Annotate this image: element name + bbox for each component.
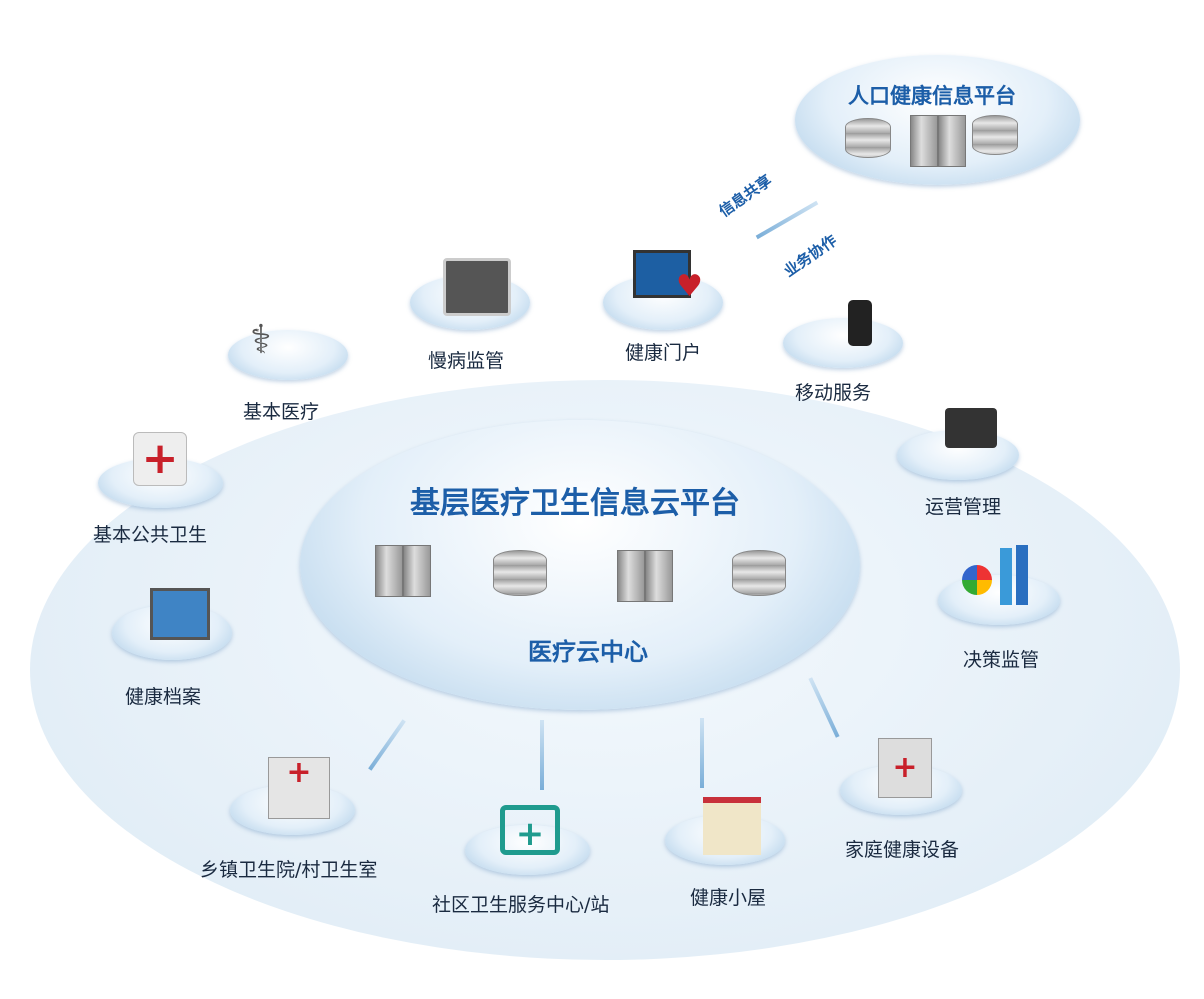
center-title: 基层医疗卫生信息云平台 xyxy=(410,486,740,521)
bar-chart-icon xyxy=(1016,545,1028,605)
node-public-health: 基本公共卫生 xyxy=(93,524,208,546)
hospital-icon: + xyxy=(268,757,330,819)
node-operations: 运营管理 xyxy=(925,496,1002,518)
node-hut: 健康小屋 xyxy=(690,887,767,909)
node-community: 社区卫生服务中心/站 xyxy=(432,894,610,916)
double-arrow-icon xyxy=(700,718,704,788)
community-center-icon: + xyxy=(500,805,560,855)
medical-cabinet-icon: + xyxy=(878,738,932,798)
node-township: 乡镇卫生院/村卫生室 xyxy=(200,859,378,881)
server-icon xyxy=(938,115,966,167)
server-icon xyxy=(403,545,431,597)
server-icon xyxy=(645,550,673,602)
heart-icon: ♥ xyxy=(676,269,703,304)
node-portal: 健康门户 xyxy=(625,342,702,364)
node-records: 健康档案 xyxy=(125,686,202,708)
population-platform-title: 人口健康信息平台 xyxy=(848,84,1016,108)
phone-icon xyxy=(848,300,872,346)
business-collab-label: 业务协作 xyxy=(780,231,841,281)
database-icon xyxy=(493,550,547,596)
server-icon xyxy=(375,545,403,597)
monitor-icon xyxy=(443,258,511,316)
double-arrow-icon xyxy=(540,720,544,790)
basic-medical-cloud xyxy=(228,330,348,380)
red-cross-icon: + xyxy=(133,432,187,486)
house-icon xyxy=(703,797,761,855)
computer-heart-icon xyxy=(633,250,691,298)
stethoscope-icon: ⚕ xyxy=(250,317,272,363)
records-computer-icon xyxy=(150,588,210,640)
mobile-cloud xyxy=(783,318,903,368)
node-mobile: 移动服务 xyxy=(795,382,872,404)
node-chronic: 慢病监管 xyxy=(428,350,505,372)
database-icon xyxy=(845,118,891,158)
decision-cloud xyxy=(938,575,1060,625)
exchange-arrow-icon xyxy=(755,200,819,240)
center-subtitle: 医疗云中心 xyxy=(528,638,648,666)
database-icon xyxy=(972,115,1018,155)
node-home-device: 家庭健康设备 xyxy=(845,839,960,861)
database-icon xyxy=(732,550,786,596)
bar-chart-icon xyxy=(1000,548,1012,605)
server-icon xyxy=(910,115,938,167)
pie-chart-icon xyxy=(962,565,992,595)
tablet-icon xyxy=(945,408,997,448)
node-basic-medical: 基本医疗 xyxy=(243,401,320,423)
server-icon xyxy=(617,550,645,602)
info-share-label: 信息共享 xyxy=(715,171,776,221)
node-decision: 决策监管 xyxy=(963,649,1040,671)
